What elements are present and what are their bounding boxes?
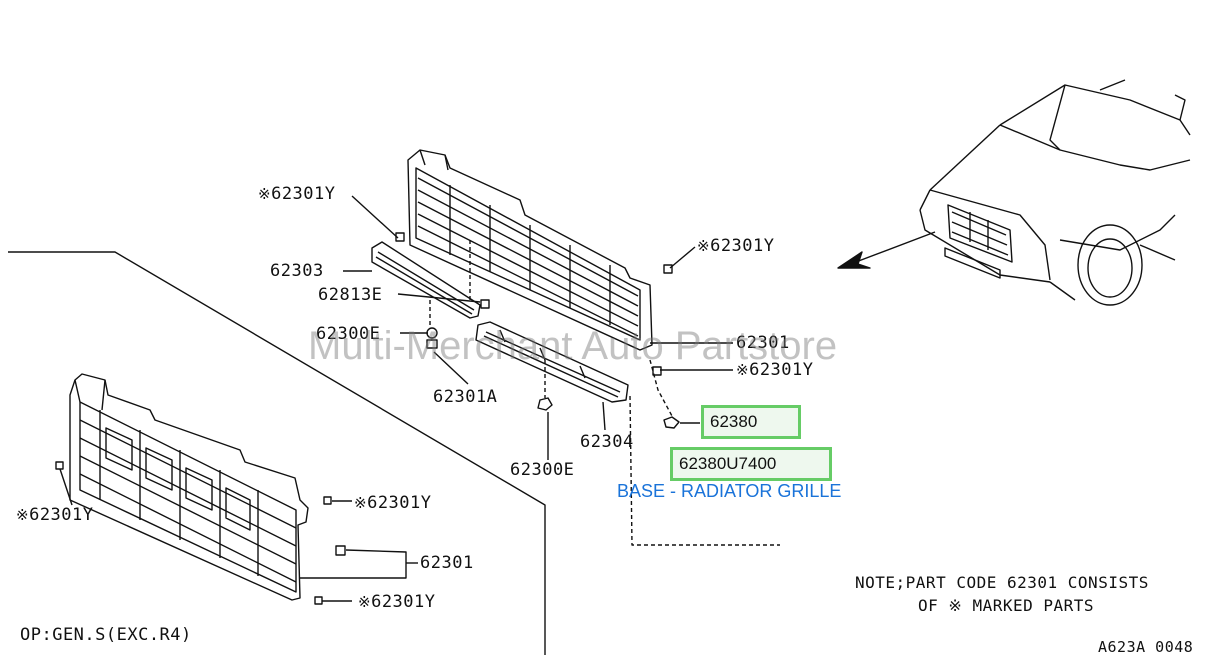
note-line-2: OF ※ MARKED PARTS [918, 596, 1095, 615]
marker-symbol: ※ [354, 494, 368, 512]
car-sketch [919, 79, 1191, 306]
marker-symbol: ※ [258, 185, 272, 203]
strip-62304 [475, 321, 629, 403]
diagram-code: A623A 0048 [1098, 638, 1194, 656]
callout-text: 62301Y [271, 184, 336, 204]
callout-lower-62301: 62301 [420, 553, 474, 573]
callout-62304: 62304 [580, 432, 634, 452]
callout-text: 62301Y [367, 493, 432, 513]
assembly-lines [429, 240, 780, 546]
callout-lower-62301y-left: ※62301Y [16, 505, 94, 525]
main-grille [407, 149, 653, 351]
callout-lower-62301y-b: ※62301Y [358, 592, 436, 612]
callout-62303: 62303 [270, 261, 324, 281]
option-label: OP:GEN.S(EXC.R4) [20, 625, 192, 645]
callout-62301y-mid: ※62301Y [736, 360, 814, 380]
lower-fasteners [55, 461, 418, 605]
callout-62301y-top-right: ※62301Y [697, 236, 775, 256]
callout-text: 62301Y [29, 505, 94, 525]
direction-arrow [847, 231, 936, 266]
callout-text: 62301Y [749, 360, 814, 380]
callout-text: 62301Y [710, 236, 775, 256]
callout-text: 62301Y [371, 592, 436, 612]
strip-62303 [371, 241, 481, 319]
arrow-head [837, 251, 871, 269]
part-number-highlight[interactable]: 62380U7400 [670, 447, 832, 481]
marker-symbol: ※ [358, 593, 372, 611]
marker-symbol: ※ [697, 237, 711, 255]
part-description[interactable]: BASE - RADIATOR GRILLE [617, 481, 842, 501]
callout-lower-62301y-a: ※62301Y [354, 493, 432, 513]
callout-62813e: 62813E [318, 285, 383, 305]
callout-62300e-upper: 62300E [316, 324, 381, 344]
marker-symbol: ※ [736, 361, 750, 379]
inset-separator [8, 251, 546, 655]
note-line-1: NOTE;PART CODE 62301 CONSISTS [855, 573, 1149, 592]
callout-62300e-lower: 62300E [510, 460, 575, 480]
callout-62380-highlight[interactable]: 62380 [701, 405, 801, 439]
callout-62301a: 62301A [433, 387, 498, 407]
callout-62301-main: 62301 [736, 333, 790, 353]
lower-grille [69, 373, 309, 601]
leader-lines [343, 195, 733, 460]
marker-symbol: ※ [16, 506, 30, 524]
callout-62301y-top-left: ※62301Y [258, 184, 336, 204]
